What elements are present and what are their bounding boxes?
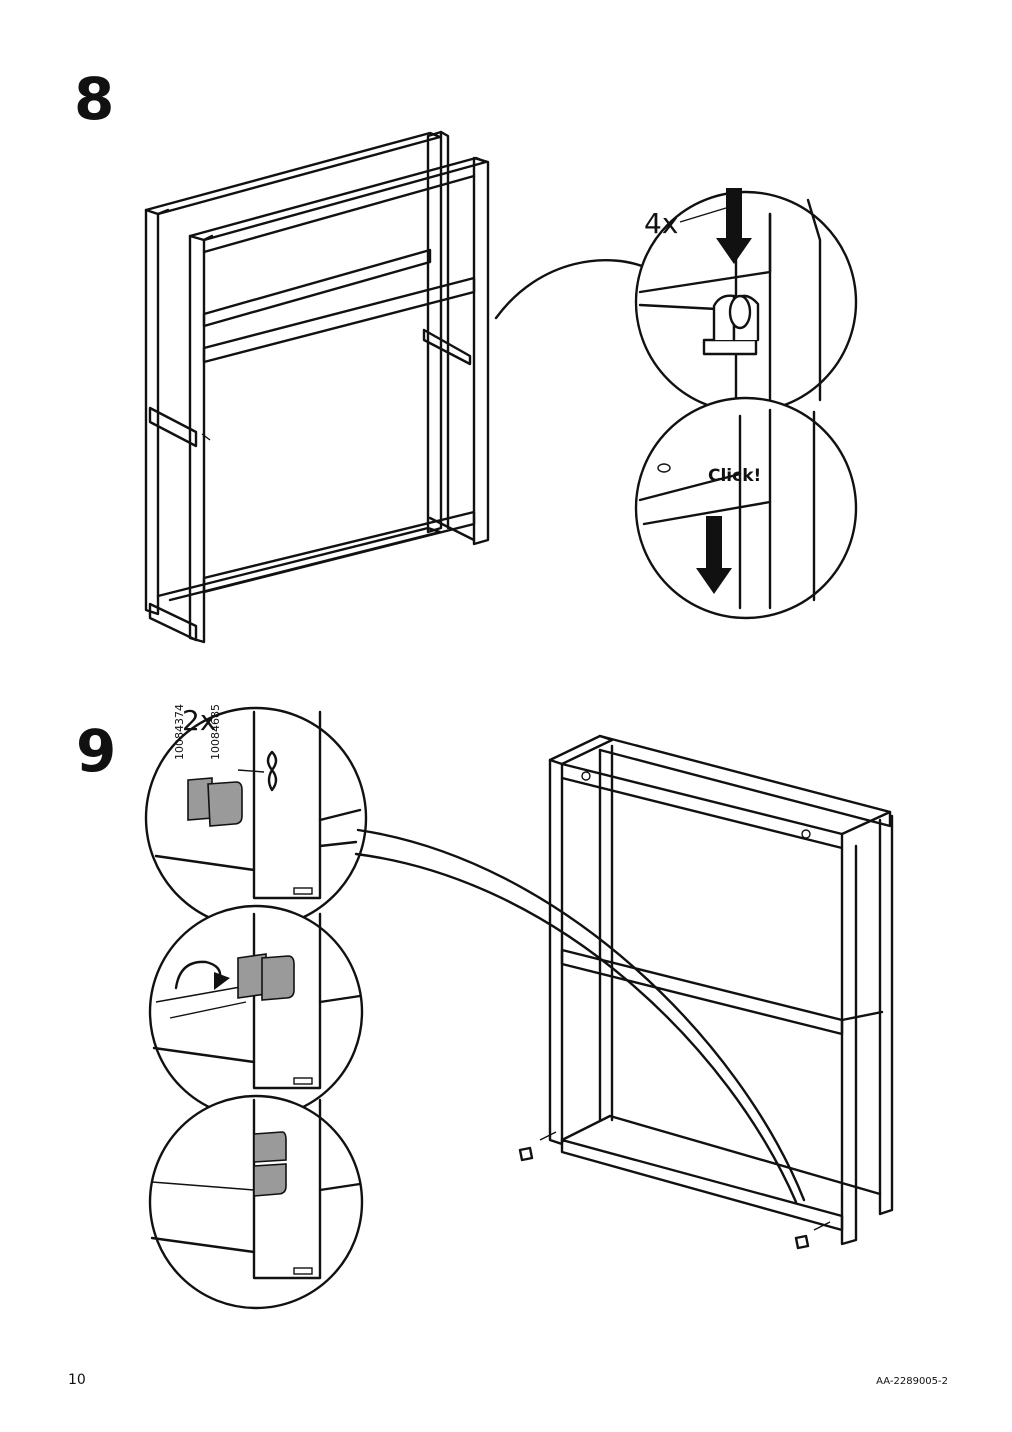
step-8-quantity: 4x: [644, 207, 679, 240]
article-number: 10084685: [209, 704, 222, 760]
article-numbers: 10084374 10084685: [150, 704, 234, 760]
article-number: 10084374: [173, 704, 186, 760]
step-9-number: 9: [76, 717, 117, 785]
step-9-detail-done: [148, 1094, 364, 1310]
document-id: AA-2289005-2: [876, 1376, 948, 1387]
step-9-quantity: 2x: [182, 704, 217, 737]
step-9-zoom-pointer: [356, 828, 806, 1202]
step-9-detail-insert: [148, 904, 364, 1120]
step-9-frame-drawing: [518, 734, 894, 1250]
step-8-detail-click: [634, 396, 858, 620]
step-8-frame-drawing: [144, 130, 490, 644]
step-9-detail-holes: [144, 706, 368, 930]
step-8-number: 8: [74, 65, 115, 133]
page-number: 10: [68, 1372, 86, 1388]
step-8-zoom-pointer: [494, 259, 654, 320]
click-callout: Click!: [708, 466, 762, 486]
